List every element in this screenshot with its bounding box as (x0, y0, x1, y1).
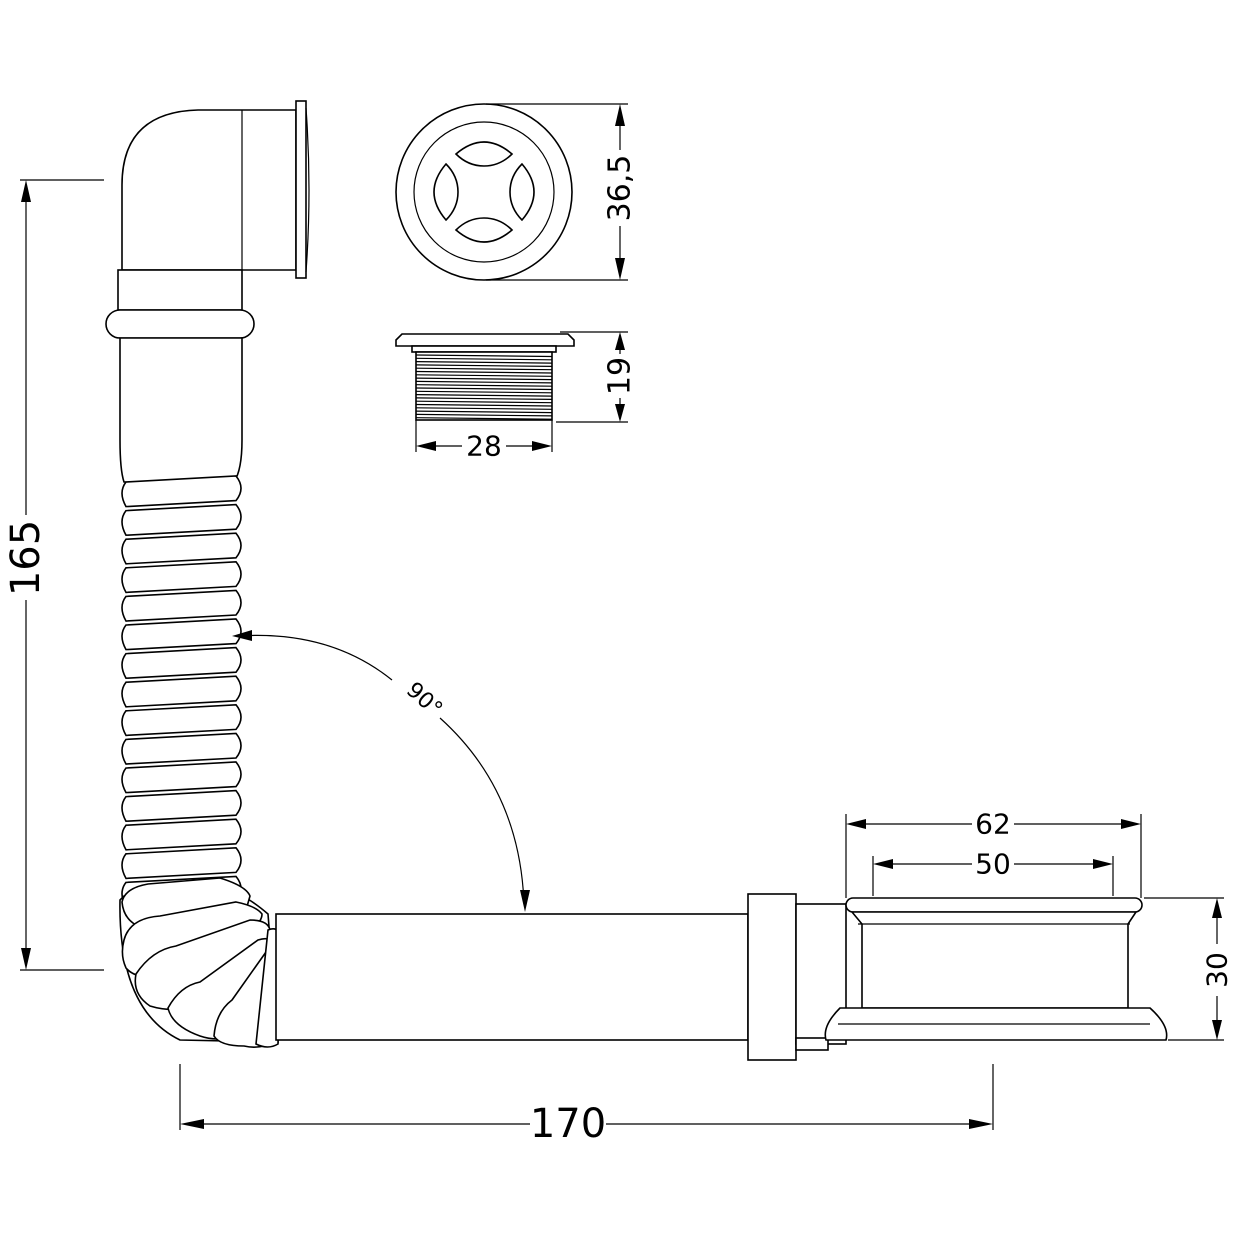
threaded-plug-side-view (395, 333, 575, 421)
hose-ring (121, 675, 242, 708)
thread-line (415, 390, 553, 394)
thread-line (415, 364, 553, 367)
hose-ring (121, 532, 242, 565)
hose-bend (119, 877, 281, 1048)
thread-line (415, 370, 553, 374)
dim-90-degree-label: 90° (401, 678, 447, 723)
elbow-fitting (121, 100, 310, 279)
hose-ring (121, 646, 242, 680)
dim-36-5-label: 36,5 (603, 155, 638, 222)
dim-62-label: 62 (975, 808, 1011, 841)
thread-line (415, 410, 553, 414)
thread-line (415, 380, 553, 384)
thread-line (415, 400, 553, 404)
hose-ring (121, 732, 242, 765)
dim-50-label: 50 (975, 848, 1011, 881)
hose-ring (121, 846, 242, 880)
hose-ring (121, 589, 242, 622)
thread-line (415, 354, 553, 358)
horizontal-pipe (275, 893, 847, 1061)
outlet-body (824, 897, 1168, 1041)
thread-line (415, 361, 553, 364)
hose-ring (121, 703, 242, 737)
plug-thread (415, 354, 553, 420)
thread-line (415, 357, 553, 361)
hose-ring (121, 475, 242, 508)
thread-line (415, 377, 553, 381)
dim-30-label: 30 (1201, 952, 1234, 988)
dimension-lines (20, 103, 1224, 1130)
hose-ring (121, 618, 242, 651)
thread-line (415, 413, 553, 417)
hose-ring (121, 560, 242, 594)
upper-collar (105, 269, 255, 483)
hose-ring (121, 503, 242, 537)
dim-19-label: 19 (603, 357, 638, 395)
hose-ring (121, 761, 242, 794)
thread-line (415, 374, 553, 377)
thread-line (415, 367, 553, 371)
thread-line (415, 417, 553, 420)
thread-line (415, 397, 553, 400)
hose-ring (121, 789, 242, 823)
dim-28-label: 28 (466, 430, 502, 463)
corrugated-hose (121, 475, 242, 908)
grate-top-view (395, 103, 573, 281)
thread-line (415, 394, 553, 397)
dim-170-label: 170 (530, 1101, 606, 1147)
thread-line (415, 387, 553, 391)
hose-ring (121, 818, 242, 851)
thread-line (415, 407, 553, 410)
thread-line (415, 384, 553, 387)
dim-165-label: 165 (3, 520, 49, 596)
thread-line (415, 403, 553, 407)
